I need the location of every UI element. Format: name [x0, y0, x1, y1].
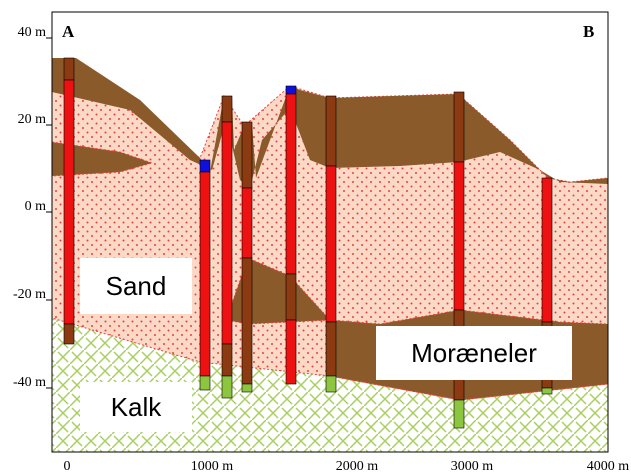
- y-tick-20: 20 m: [18, 112, 47, 127]
- y-tick-minus-20: -20 m: [13, 287, 46, 302]
- plot-frame: [51, 11, 609, 453]
- x-tick-3000: 3000 m: [451, 459, 494, 474]
- y-tick-40: 40 m: [18, 25, 47, 40]
- boring-g: [453, 91, 465, 163]
- x-tick-1000: 1000 m: [191, 459, 234, 474]
- chalk-label: Kalk: [111, 392, 163, 422]
- x-tick-2000: 2000 m: [336, 459, 379, 474]
- corner-label-b: B: [583, 22, 594, 41]
- till-label: Moræneler: [411, 338, 537, 368]
- y-tick-minus-40: -40 m: [13, 375, 46, 390]
- x-tick-4000: 4000 m: [587, 459, 630, 474]
- borings: [63, 57, 553, 429]
- boring-a: [63, 57, 75, 81]
- boring-c: [221, 95, 233, 123]
- y-axis: 40 m 20 m 0 m -20 m -40 m: [13, 25, 52, 390]
- x-tick-0: 0: [64, 459, 71, 474]
- boring-h: [541, 177, 553, 323]
- chalk-label-box: [80, 382, 192, 432]
- sand-label-box: [80, 258, 192, 314]
- corner-label-a: A: [62, 22, 75, 41]
- x-axis: 0 1000 m 2000 m 3000 m 4000 m: [64, 459, 630, 474]
- till-label-box: [376, 326, 572, 380]
- boring-f: [325, 95, 337, 167]
- sand-label: Sand: [106, 271, 167, 301]
- boring-e: [285, 85, 297, 95]
- y-tick-0: 0 m: [25, 199, 47, 214]
- till-lens-left: [52, 141, 154, 177]
- boring-d: [241, 121, 253, 189]
- boring-b: [199, 159, 211, 173]
